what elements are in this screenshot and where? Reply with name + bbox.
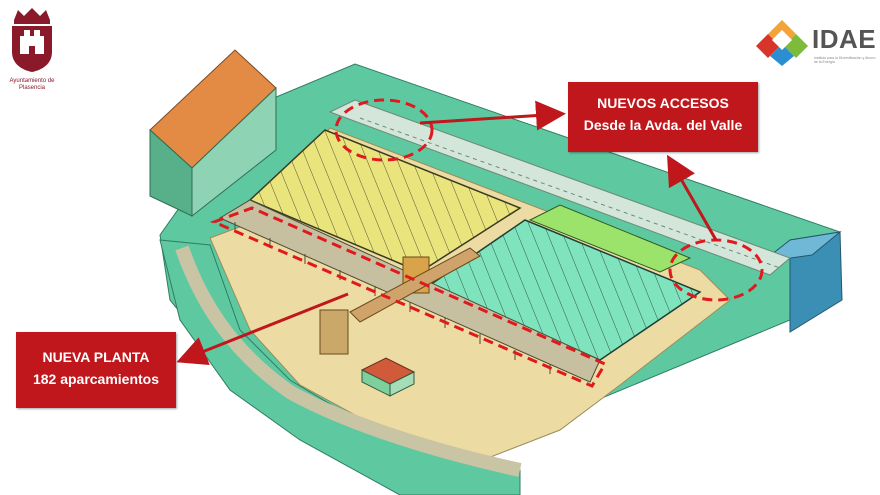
parking-deck-yellow (248, 129, 522, 273)
logo-caption-line1: Ayuntamiento de (9, 78, 55, 84)
callout-new-floor-subtitle: 182 aparcamientos (32, 371, 160, 387)
kiosk-side (389, 371, 415, 397)
idae-logo: IDAE Instituto para la Diversificación y… (754, 18, 876, 66)
green-strip (528, 204, 692, 273)
arrow-to-west-access (419, 100, 566, 131)
idae-symbol-icon (756, 20, 808, 66)
existing-building-side (191, 86, 277, 218)
access-path (175, 245, 522, 477)
stair-tower-2 (319, 309, 349, 355)
highlight-access-west (334, 98, 434, 162)
walkway (349, 247, 481, 323)
idae-brand: IDAE (812, 24, 877, 54)
north-road (328, 99, 791, 276)
logo-caption-line2: Plasencia (18, 85, 45, 91)
callout-new-floor: NUEVA PLANTA 182 aparcamientos (16, 332, 176, 408)
callout-new-access-title: NUEVOS ACCESOS (597, 95, 729, 111)
callout-new-access: NUEVOS ACCESOS Desde la Avda. del Valle (568, 82, 758, 152)
callout-new-floor-title: NUEVA PLANTA (42, 349, 150, 365)
arrow-to-east-access (667, 154, 718, 241)
arrow-to-new-floor (176, 292, 349, 366)
idae-tagline: Instituto para la Diversificación y Ahor… (814, 56, 876, 64)
coat-of-arms-icon (12, 8, 52, 72)
callout-new-access-subtitle: Desde la Avda. del Valle (583, 117, 743, 133)
ayuntamiento-logo: Ayuntamiento de Plasencia (4, 6, 60, 98)
